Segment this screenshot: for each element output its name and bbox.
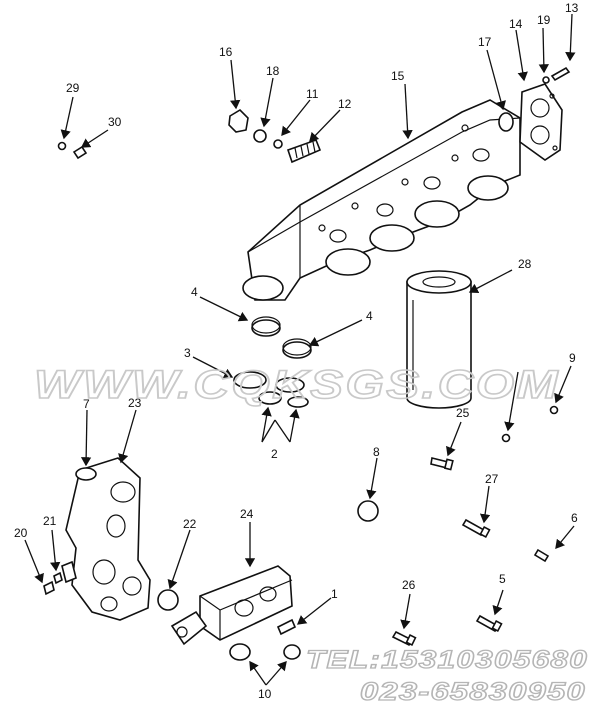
callout-19: 19 (537, 13, 551, 27)
callout-14: 14 (509, 17, 523, 31)
leader-lines (24, 13, 576, 686)
callout-13: 13 (565, 1, 579, 15)
tel-watermark: TEL:15310305680 (306, 646, 588, 674)
o-ring-9 (549, 405, 559, 415)
callout-28: 28 (518, 257, 532, 271)
callout-8: 8 (373, 445, 380, 459)
callout-27: 27 (485, 472, 499, 486)
bolt-1 (276, 618, 297, 636)
callout-4a: 4 (191, 285, 198, 299)
callout-15: 15 (391, 69, 405, 83)
callout-25: 25 (456, 406, 470, 420)
gaskets-left (251, 316, 281, 337)
flange-plate (519, 83, 563, 161)
o-ring-25b (501, 433, 511, 443)
site-watermark: WWW.CQKSGS.COM (34, 363, 560, 407)
callout-30: 30 (108, 115, 122, 129)
filter-housing (170, 565, 293, 646)
plug-10b (283, 644, 301, 660)
seal-rings (233, 371, 309, 408)
callout-6: 6 (571, 511, 578, 525)
mounting-bracket (61, 457, 151, 621)
callout-20: 20 (14, 526, 28, 540)
filter-cartridge (406, 270, 472, 409)
callout-23: 23 (128, 396, 142, 410)
exhaust-manifold (242, 99, 521, 301)
bolt-26 (391, 630, 417, 647)
callout-21: 21 (43, 514, 57, 528)
callout-12: 12 (338, 97, 352, 111)
callout-17: 17 (478, 35, 492, 49)
callout-22: 22 (183, 517, 197, 531)
callout-29: 29 (66, 81, 80, 95)
screw-20 (43, 580, 55, 596)
bolt-5 (475, 614, 503, 633)
callout-10: 10 (258, 687, 272, 701)
callout-16: 16 (219, 45, 233, 59)
gaskets-right (282, 338, 312, 359)
phone-watermark: 023-65830950 (360, 678, 586, 706)
plug-10a (229, 643, 251, 661)
callout-4b: 4 (366, 309, 373, 323)
callout-9: 9 (569, 351, 576, 365)
o-ring-7 (75, 467, 97, 481)
bolt-27 (461, 518, 491, 539)
callout-24: 24 (240, 507, 254, 521)
callout-7: 7 (83, 397, 90, 411)
callout-2: 2 (271, 447, 278, 461)
seal-8 (357, 500, 379, 522)
callout-26: 26 (402, 578, 416, 592)
callout-5: 5 (499, 572, 506, 586)
callout-11: 11 (306, 87, 319, 101)
o-ring-22 (157, 589, 179, 611)
callout-1: 1 (331, 587, 338, 601)
bolt-6 (533, 548, 550, 563)
callout-3: 3 (184, 346, 191, 360)
callout-labels: 1 2 3 4 4 5 6 7 8 9 10 11 12 13 14 15 16… (14, 1, 579, 701)
gasket-17 (498, 112, 514, 132)
flange-bolt (542, 66, 571, 84)
screw-30 (72, 145, 88, 160)
bolt-25 (430, 457, 454, 471)
callout-18: 18 (266, 64, 280, 78)
screw-21 (53, 571, 63, 585)
plug-and-seals (228, 108, 322, 164)
washer-29 (57, 141, 67, 151)
